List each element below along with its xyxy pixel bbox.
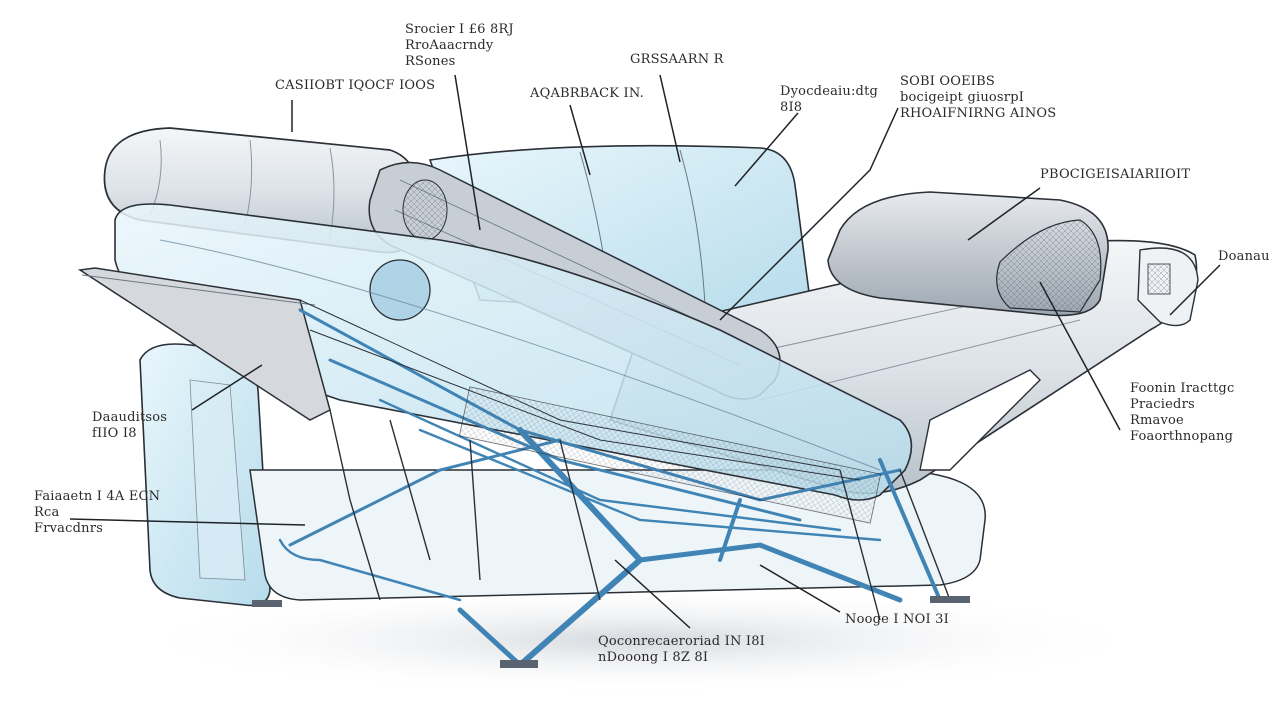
label-line: Srocier I £6 8RJ: [405, 22, 514, 37]
label-line: Praciedrs: [1130, 397, 1195, 412]
label-line: bocigeipt giuosrpI: [900, 90, 1025, 105]
label-line: 8I8: [780, 100, 803, 115]
label-far-right: Doanau: [1218, 249, 1270, 265]
label-line: Frvacdnrs: [34, 521, 103, 536]
label-line: SOBI OOEIBS: [900, 74, 995, 89]
label-line: Daauditsos: [92, 410, 168, 425]
label-line: Nooge I NOI 3I: [845, 612, 949, 627]
label-line: Foaorthnopang: [1130, 429, 1234, 444]
label-line: Dyocdeaiu:dtg: [780, 84, 879, 99]
label-line: Doanau: [1218, 249, 1270, 264]
label-line: PBOCIGEISAIARIIOIT: [1040, 167, 1191, 182]
label-line: CASIIOBT IQOCF IOOS: [275, 78, 436, 93]
pivot-highlight: [369, 259, 431, 321]
floor-shadow: [120, 585, 1160, 695]
label-line: Rmavoe: [1130, 413, 1184, 428]
label-line: Qoconrecaeroriad IN I8I: [598, 634, 765, 649]
label-line: nDooong I 8Z 8I: [598, 650, 709, 665]
label-bottom-right: Nooge I NOI 3I: [845, 612, 949, 628]
pillow-mesh: [996, 219, 1102, 313]
footrest-board: [77, 267, 331, 421]
foot-right: [930, 596, 970, 603]
label-back-cushion: GRSSAARN R: [630, 52, 724, 68]
foot-left: [252, 600, 282, 607]
leader-lines: [69, 74, 1221, 629]
foot-front: [500, 660, 538, 668]
label-left-armrest: Daauditsos fIIO I8: [92, 410, 167, 442]
label-back-panel: Dyocdeaiu:dtg 8I8: [780, 84, 878, 116]
label-backrest: AQABRBACK IN.: [530, 86, 644, 102]
label-upper-right: SOBI OOEIBS bocigeipt giuosrpI RHOAIFNIR…: [900, 74, 1056, 122]
right-leg-bracket: [919, 369, 1041, 471]
label-top-center: Srocier I £6 8RJ RroAaacrndy RSones: [405, 22, 514, 70]
label-line: RHOAIFNIRNG AINOS: [900, 106, 1057, 121]
label-line: Faiaaetn I 4A ECN: [34, 489, 161, 504]
label-line: RSones: [405, 54, 456, 69]
left-armrest-inner: [189, 379, 246, 581]
label-line: RroAaacrndy: [405, 38, 494, 53]
label-right-lower: Foonin Iracttgc Praciedrs Rmavoe Foaorth…: [1130, 381, 1234, 445]
label-line: AQABRBACK IN.: [530, 86, 644, 101]
mechanism-struts: [299, 299, 951, 621]
label-line: fIIO I8: [92, 426, 137, 441]
label-bottom-center: Qoconrecaeroriad IN I8I nDooong I 8Z 8I: [598, 634, 765, 666]
label-line: Rca: [34, 505, 60, 520]
label-headrest: CASIIOBT IQOCF IOOS: [275, 78, 435, 94]
label-line: Foonin Iracttgc: [1130, 381, 1235, 396]
label-line: GRSSAARN R: [630, 52, 724, 67]
label-left-lower: Faiaaetn I 4A ECN Rca Frvacdnrs: [34, 489, 160, 537]
label-pillow: PBOCIGEISAIARIIOIT: [1040, 167, 1190, 183]
